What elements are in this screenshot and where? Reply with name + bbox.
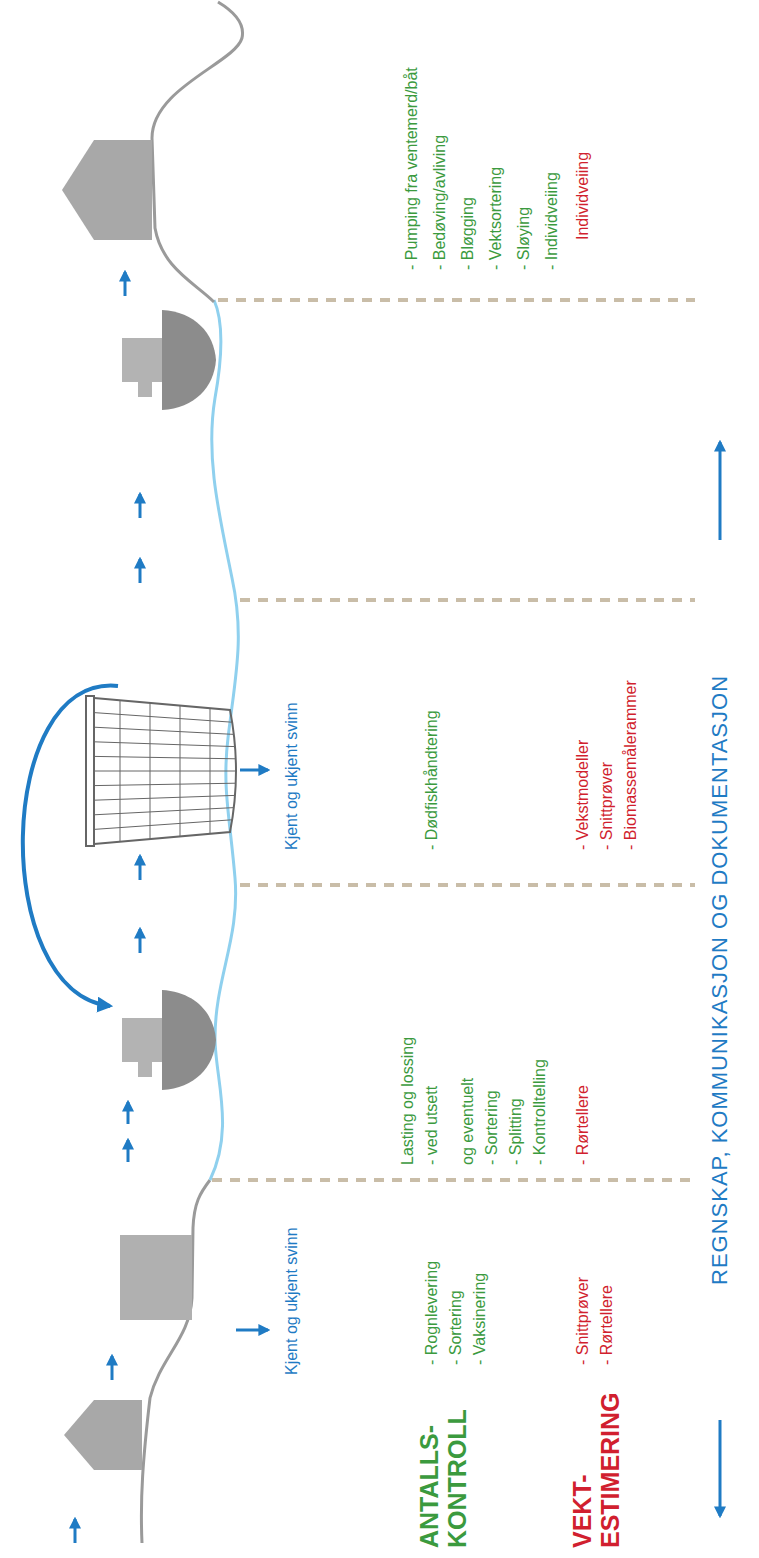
weight-item: Individveiing [571,152,595,240]
weight-item: - Rørtellere [595,1285,619,1365]
count-item: og eventuelt [456,1078,480,1165]
count-item: - Sløying [512,207,536,270]
weight-item: - Biomassemålerammer [619,680,643,850]
cage-ring [86,696,94,846]
boat-hull [162,990,216,1090]
flow-arrow [139,856,142,880]
loss-note: Kjent og ukjent svinn [280,702,304,850]
divider-line [240,883,695,887]
divider-line [240,598,695,602]
count-item: - Pumping fra ventemerd/båt [400,67,424,270]
flow-arrow [74,1519,77,1543]
cage-net [94,698,236,844]
flow-arrow [127,1102,130,1124]
count-item: - Rognlevering [420,1261,444,1365]
well-boat [122,310,216,410]
loss-arrow [236,1329,268,1332]
boat-hull [162,310,216,410]
footer-banner: REGNSKAP, KOMMUNIKASJON OG DOKUMENTASJON [707,675,733,1285]
boat-cabin [138,1062,152,1077]
slaughterhouse [62,140,152,240]
count-item: - Splitting [504,1098,528,1165]
count-item: - Bløgging [456,197,480,270]
count-item: - ved utsett [420,1086,444,1165]
row-header: ANTALLS- KONTROLL [415,1370,471,1548]
weight-item: - Snittprøver [571,1277,595,1365]
flow-arrow [127,1140,130,1162]
net-mesh [94,700,236,841]
count-item: - Sortering [480,1090,504,1165]
flow-arrow [75,272,720,1543]
boat-cabin [138,382,152,397]
smolt-building [120,1235,192,1320]
weight-item: - Vekstmodeller [571,740,595,850]
flow-arrow [139,559,142,583]
return-arc [23,686,118,1006]
boat-cabin [122,1018,162,1062]
timeline-arrow [719,442,722,540]
count-item: - Dødfiskhåndtering [420,710,444,850]
flow-arrow [111,1356,114,1380]
divider-line [218,298,695,302]
net-cage [86,696,236,846]
shore-line [141,1180,210,1543]
well-boat [122,990,216,1090]
loss-arrow [240,769,268,772]
row-header: VEKT- ESTIMERING [568,1370,624,1548]
count-item: - Vektsortering [484,167,508,270]
count-item: - Kontrolltelling [528,1059,552,1165]
flow-arrow [124,272,127,296]
stage-divider [212,300,695,1180]
count-item: - Sortering [444,1290,468,1365]
loss-note: Kjent og ukjent svinn [280,1227,304,1375]
count-item: Lasting og lossing [396,1037,420,1165]
shore-line [152,2,243,302]
hatchery-house [64,1400,142,1470]
boat-cabin [122,338,162,382]
count-item: - Vaksinering [468,1273,492,1365]
divider-line [212,1178,695,1182]
weight-item: - Snittprøver [595,762,619,850]
flow-arrow [139,929,142,953]
weight-item: - Rørtellere [571,1085,595,1165]
timeline-arrow [719,1420,722,1516]
count-item: - Bedøving/avliving [428,135,452,270]
flow-arrow [139,494,142,518]
count-item: - Individveiing [540,172,564,270]
